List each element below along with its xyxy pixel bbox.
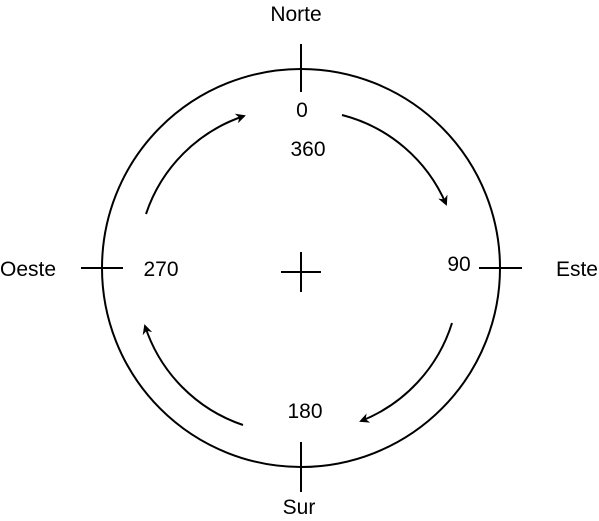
center-cross <box>281 252 321 292</box>
arrow-east-to-south <box>359 322 453 423</box>
label-south: Sur <box>283 496 316 519</box>
degree-360: 360 <box>290 138 325 161</box>
arrow-west-to-north <box>145 113 246 215</box>
degree-270: 270 <box>143 258 178 281</box>
label-east: Este <box>556 258 598 281</box>
arrow-south-to-west <box>142 324 244 426</box>
label-north: Norte <box>270 3 321 26</box>
degree-90: 90 <box>447 253 470 276</box>
degree-180: 180 <box>287 400 322 423</box>
arrow-north-to-east <box>341 114 448 206</box>
degree-0: 0 <box>296 99 308 122</box>
label-west: Oeste <box>0 258 56 281</box>
